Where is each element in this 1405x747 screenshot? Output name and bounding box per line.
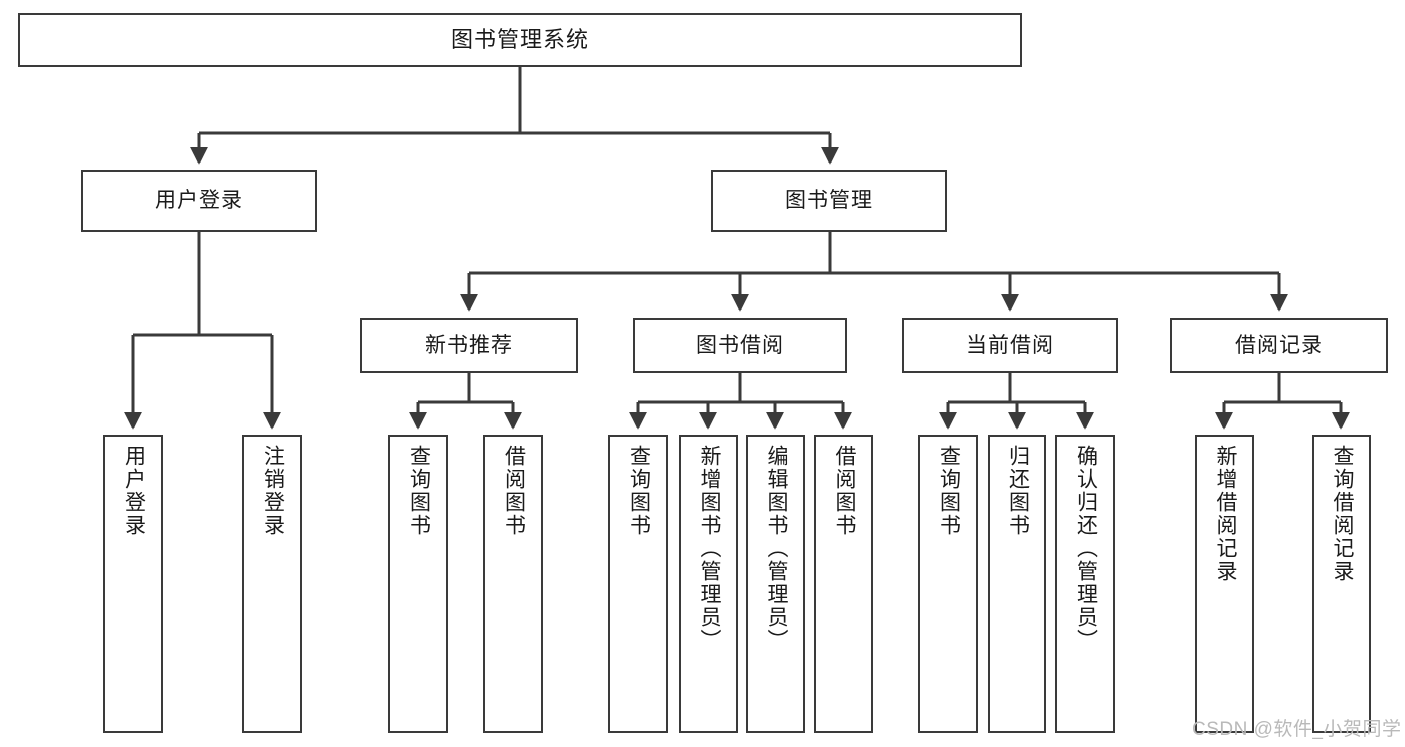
node-leaf-return-book-label: 归还图书 [1006,445,1030,537]
node-user-login[interactable]: 用户登录 [81,170,317,232]
node-borrow-record[interactable]: 借阅记录 [1170,318,1388,373]
node-root-label: 图书管理系统 [450,26,589,52]
node-book-manage[interactable]: 图书管理 [711,170,947,232]
node-leaf-query-book-3[interactable]: 查询图书 [918,435,978,733]
watermark: CSDN @软件_小贺同学 [1192,719,1402,740]
node-leaf-borrow-book-1-label: 借阅图书 [502,445,526,537]
node-leaf-borrow-book-2[interactable]: 借阅图书 [814,435,873,733]
node-leaf-add-book[interactable]: 新增图书（管理员） [679,435,738,733]
node-leaf-borrow-book-2-label: 借阅图书 [832,445,856,537]
node-leaf-user-login-label: 用户登录 [122,445,146,537]
node-current-borrow[interactable]: 当前借阅 [902,318,1118,373]
node-leaf-add-record[interactable]: 新增借阅记录 [1195,435,1254,733]
node-current-borrow-label: 当前借阅 [966,333,1054,357]
node-leaf-confirm-return-label: 确认归还（管理员） [1074,445,1098,652]
node-user-login-label: 用户登录 [155,189,243,213]
node-leaf-add-record-label: 新增借阅记录 [1213,445,1237,583]
node-leaf-edit-book-label: 编辑图书（管理员） [764,445,788,652]
node-borrow-record-label: 借阅记录 [1235,333,1323,357]
node-leaf-query-record-label: 查询借阅记录 [1330,445,1354,583]
node-leaf-query-book-2-label: 查询图书 [627,445,651,537]
node-leaf-query-book-2[interactable]: 查询图书 [608,435,668,733]
node-leaf-edit-book[interactable]: 编辑图书（管理员） [746,435,805,733]
node-book-borrow-label: 图书借阅 [696,333,784,357]
node-leaf-confirm-return[interactable]: 确认归还（管理员） [1055,435,1115,733]
node-leaf-query-book-1[interactable]: 查询图书 [388,435,448,733]
node-leaf-add-book-label: 新增图书（管理员） [697,445,721,652]
node-new-book-rec[interactable]: 新书推荐 [360,318,578,373]
node-leaf-query-record[interactable]: 查询借阅记录 [1312,435,1371,733]
node-book-borrow[interactable]: 图书借阅 [633,318,847,373]
node-new-book-rec-label: 新书推荐 [425,333,513,357]
node-leaf-logout[interactable]: 注销登录 [242,435,302,733]
node-leaf-query-book-3-label: 查询图书 [937,445,961,537]
node-leaf-query-book-1-label: 查询图书 [407,445,431,537]
node-leaf-logout-label: 注销登录 [261,445,285,537]
node-leaf-borrow-book-1[interactable]: 借阅图书 [483,435,543,733]
node-book-manage-label: 图书管理 [785,189,873,213]
node-root[interactable]: 图书管理系统 [18,13,1022,67]
node-leaf-return-book[interactable]: 归还图书 [988,435,1046,733]
node-leaf-user-login[interactable]: 用户登录 [103,435,163,733]
